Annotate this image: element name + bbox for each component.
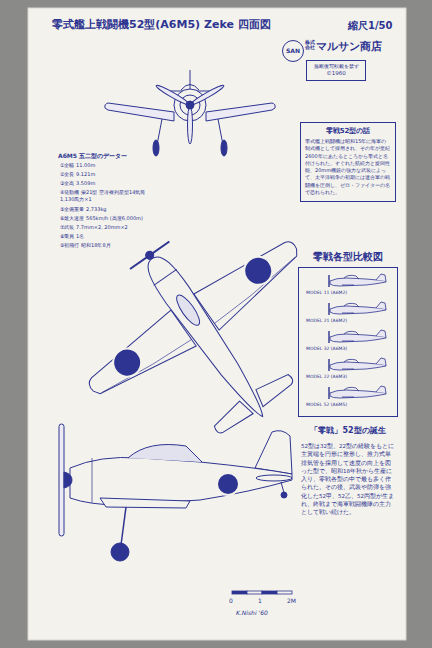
silhouette-model	[329, 274, 386, 287]
data-line: ②全長 9.121m	[60, 171, 152, 178]
data-line: ⑥最大速度 565km/h (高度6,000m)	[60, 215, 152, 222]
front-view	[105, 70, 275, 156]
signature: K.Nishi '60	[236, 609, 306, 617]
data-line: ③全高 3.509m	[60, 180, 152, 187]
data-line: ⑤全備重量 2,733kg	[60, 206, 152, 213]
propeller	[59, 424, 64, 536]
data-line: ⑧乗員 1名	[60, 233, 152, 240]
model-label: MODEL 11 (A6M2)	[306, 290, 392, 296]
left-wing	[105, 103, 174, 121]
model-label: MODEL 21 (A6M2)	[306, 318, 392, 324]
model-label: MODEL 52 (A6M5)	[306, 402, 392, 408]
hinomaru	[239, 251, 278, 290]
stabilizer	[256, 475, 292, 481]
data-line: ⑦武装 7.7mm×2, 20mm×2	[60, 224, 152, 231]
scale-number: 2M	[287, 597, 303, 605]
left-wing	[80, 310, 196, 409]
wing	[100, 498, 190, 508]
blade	[155, 83, 190, 106]
wheel	[153, 140, 159, 156]
scale-ratio: 縮尺1/50	[348, 19, 398, 32]
tail-gear	[281, 482, 284, 493]
silhouette-model	[329, 386, 386, 399]
section-body: 52型は32型、22型の経験をもとに主翼端を円形に整形し、推力式単排気管を採用し…	[301, 442, 395, 516]
spinner	[186, 101, 194, 109]
wheel	[221, 140, 227, 156]
section-heading: 「零戦」52型の誕生	[300, 426, 396, 436]
story-box: 零戦52型の話零式艦上戦闘機は昭和15年に海軍の制式機として採用され、その年が皇…	[300, 122, 396, 202]
company-name: マルサン商店	[316, 40, 404, 54]
plan-view	[45, 181, 364, 488]
poster-title: 零式艦上戦闘機52型(A6M5) Zeke 四面図	[52, 18, 271, 32]
copyright-box: 無断復写転載を禁ず©1960	[306, 60, 366, 81]
side-view	[59, 424, 292, 561]
right-wing	[206, 103, 275, 121]
wheel	[111, 543, 129, 561]
data-heading: A6M5 五二型のデーター	[58, 152, 158, 160]
scale-segment	[277, 591, 292, 594]
propeller	[130, 242, 169, 270]
blade	[188, 106, 193, 144]
data-line: ⑨初飛行 昭和18年8月	[60, 242, 152, 249]
tail-wheel	[281, 492, 287, 498]
paper	[28, 8, 406, 640]
node-body: 零式艦上戦闘機は昭和15年に海軍の制式機として採用され、その年が皇紀2600年に…	[305, 138, 391, 196]
silhouette-model	[329, 302, 386, 315]
node-heading: 零戦各型比較図	[298, 250, 398, 263]
node-body: ©1960	[309, 70, 363, 78]
cowling-line	[154, 269, 177, 285]
blade	[190, 83, 225, 106]
spinner	[64, 472, 72, 488]
hinomaru	[108, 343, 147, 382]
spinner	[144, 250, 155, 261]
fin	[190, 70, 191, 90]
comparison-panel: 零戦各型比較図	[298, 250, 398, 417]
fin	[255, 431, 292, 474]
node-heading: 無断復写転載を禁ず	[309, 63, 363, 70]
right-wing	[194, 231, 310, 330]
model-label: MODEL 22 (A6M3)	[306, 374, 392, 380]
propeller	[155, 83, 225, 144]
data-line: ④発動機 栄21型 空冷複列星型14気筒 1,130馬力×1	[60, 189, 152, 202]
scale-segment	[232, 591, 247, 594]
logo-circle: SAN	[282, 40, 304, 62]
scale-segment	[262, 591, 277, 594]
panel-frame	[298, 267, 398, 417]
cowling-line	[92, 458, 93, 503]
canopy	[128, 445, 202, 463]
node-heading: 零戦52型の話	[305, 127, 391, 136]
company-prefix: 株式会社	[305, 41, 315, 51]
canopy	[173, 292, 203, 328]
scale-segment	[247, 591, 262, 594]
gear-leg	[121, 507, 126, 545]
scale-number: 0	[229, 597, 239, 605]
scale-number: 1	[258, 597, 268, 605]
node-heading: SAN	[286, 47, 300, 55]
hinomaru	[217, 473, 239, 495]
silhouette-model	[329, 358, 386, 371]
silhouette-model	[329, 330, 386, 343]
data-line: ①全幅 11.00m	[60, 162, 152, 169]
scale-bar	[232, 591, 292, 594]
model-label: MODEL 32 (A6M3)	[306, 346, 392, 352]
